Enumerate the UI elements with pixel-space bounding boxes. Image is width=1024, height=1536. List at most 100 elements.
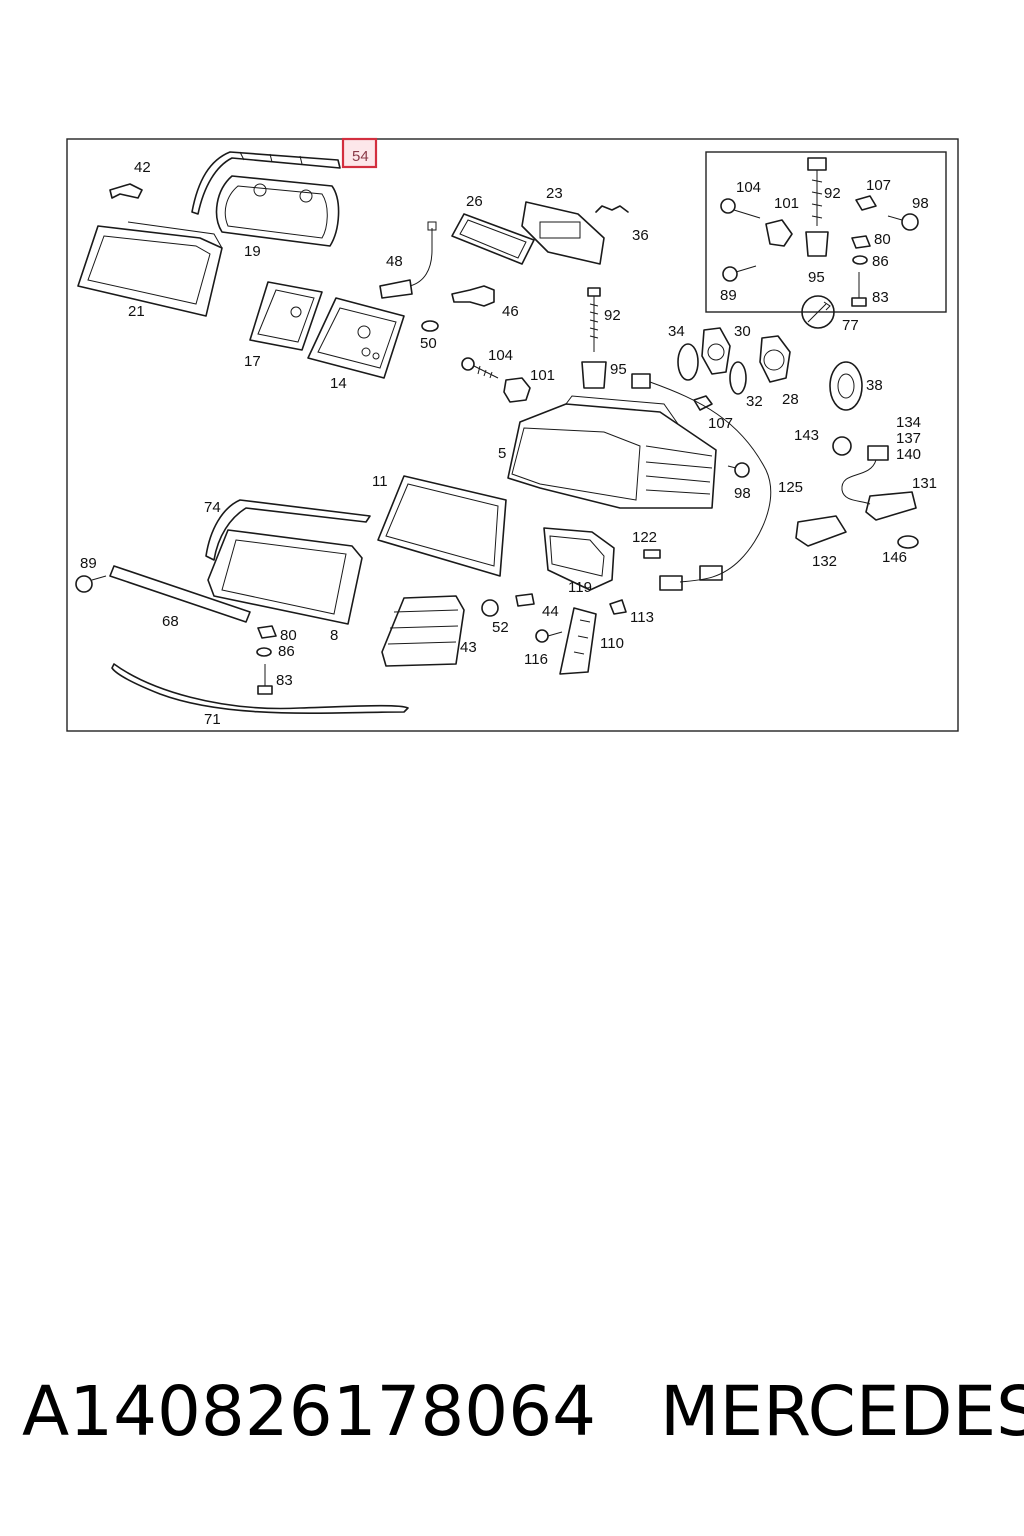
part-122-bulb [643,549,661,559]
part-34-seal [677,343,699,381]
connector-pair [659,565,723,591]
part-104-screw [461,357,499,379]
part-80-clip [257,625,277,639]
callout-inset-98: 98 [912,195,929,212]
part-21-frame [77,221,223,317]
inset-80-clip [851,235,871,249]
callout-32: 32 [746,393,763,410]
part-11-gasket [377,475,507,577]
callout-26: 26 [466,193,483,210]
callout-71: 71 [204,711,221,728]
inset-92-screw [807,157,827,226]
part-30-holder [701,327,731,375]
part-125-wire [631,373,772,583]
part-68-strip [109,565,251,623]
highlight-54[interactable]: 54 [341,137,378,169]
callout-116: 116 [524,651,548,668]
callout-30: 30 [734,323,751,340]
callout-143: 143 [794,427,819,444]
callout-48: 48 [386,253,403,270]
callout-98: 98 [734,485,751,502]
part-132-side-marker [795,515,847,547]
callout-43: 43 [460,639,477,656]
callout-5: 5 [498,445,506,462]
callout-122: 122 [632,529,657,546]
callout-52: 52 [492,619,509,636]
part-38-cap [829,361,863,411]
callout-17: 17 [244,353,261,370]
part-92-screw [587,287,601,352]
inset-89-screw [722,265,757,282]
part-71-strip [111,663,409,714]
part-32-seal [729,361,747,395]
part-98-screw [727,462,750,478]
inset-frame [705,151,947,313]
callout-inset-107: 107 [866,177,891,194]
callout-132: 132 [812,553,837,570]
callout-inset-92: 92 [824,185,841,202]
callout-38: 38 [866,377,883,394]
part-54-trim-strip[interactable] [191,151,341,215]
callout-134: 134 [896,414,921,431]
callout-89: 89 [80,555,97,572]
inset-86-washer [852,255,868,265]
part-89-screw [75,575,107,593]
callout-119: 119 [568,579,592,596]
part-113-clip [609,599,627,615]
part-43-indicator-lens [381,595,465,667]
part-17-reflector [249,281,323,351]
part-23-cover [521,201,605,265]
callout-80: 80 [280,627,297,644]
part-143-grommet [832,436,852,456]
diagram-frame [66,138,959,732]
part-number: A140826178064 [22,1372,597,1452]
part-134-socket [841,445,889,505]
callout-44: 44 [542,603,559,620]
part-44-bulb [515,593,535,607]
callout-inset-83: 83 [872,289,889,306]
callout-92: 92 [604,307,621,324]
callout-inset-86: 86 [872,253,889,270]
callout-137: 137 [896,430,921,447]
part-107-clip [693,395,713,411]
callout-inset-95: 95 [808,269,825,286]
part-146-bulb [897,535,919,549]
callout-95: 95 [610,361,627,378]
callout-8: 8 [330,627,338,644]
callout-23: 23 [546,185,563,202]
callout-labels: 42 19 21 17 14 48 50 46 26 23 36 92 104 … [80,159,937,728]
part-119-fog-lamp [543,527,615,591]
callout-11: 11 [372,473,388,490]
callout-inset-77: 77 [842,317,859,334]
part-110-bracket [559,607,597,675]
part-48-bulb-cable [379,221,437,299]
part-86-washer [256,647,272,657]
wrench-icon [801,295,835,329]
callout-68: 68 [162,613,179,630]
inset-98-screw [887,213,919,231]
inset-107-clip [855,195,877,211]
inset-95-clip [805,231,829,257]
callout-28: 28 [782,391,799,408]
callout-107: 107 [708,415,733,432]
callout-inset-89: 89 [720,287,737,304]
callout-74: 74 [204,499,221,516]
callout-104: 104 [488,347,513,364]
callout-21: 21 [128,303,145,320]
callout-50: 50 [420,335,437,352]
callout-113: 113 [630,609,654,626]
part-52-bulb [481,599,499,617]
part-50-bulb [421,320,439,332]
part-95-clip [581,361,607,389]
part-101-nut [503,377,531,403]
callout-101: 101 [530,367,555,384]
part-116-screw [535,629,563,643]
callout-inset-80: 80 [874,231,891,248]
part-42-clip [109,183,143,199]
parts-diagram: 54 [66,137,959,732]
part-74-trim [205,499,371,561]
part-46-bulb [451,285,495,307]
callout-36: 36 [632,227,649,244]
inset-83-screw [851,272,867,307]
